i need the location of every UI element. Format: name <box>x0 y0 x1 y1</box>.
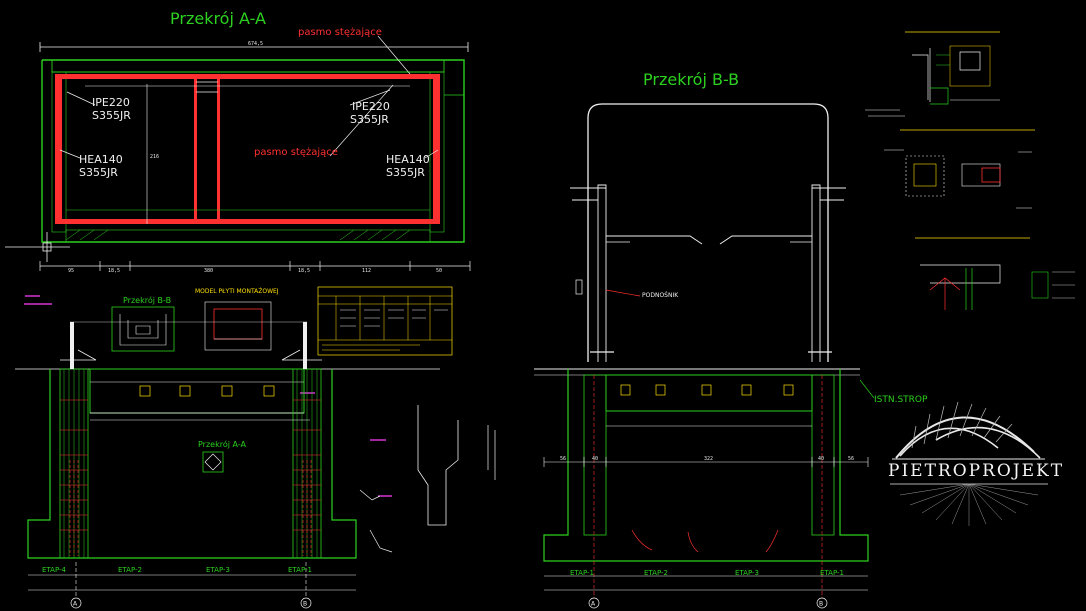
etap-right-1: ETAP-2 <box>644 569 668 577</box>
beam-left-grade: S355JR <box>92 109 131 122</box>
column-left-profile: HEA140 <box>79 153 123 166</box>
brand-name: PIETROPROJEKT <box>888 461 1064 481</box>
small-section-bb-title: Przekrój B-B <box>123 295 171 305</box>
etap-left-0: ETAP-4 <box>42 566 67 574</box>
column-right-grade: S355JR <box>386 166 425 179</box>
small-details: Przekrój B-B MODEL PŁYTI MONTAŻOWEJ <box>24 286 453 497</box>
section-aa-title: Przekrój A-A <box>170 9 266 28</box>
bb-dim-mid: 322 <box>704 456 713 462</box>
foundation-left: Przekrój A-A ETAP-4 ETAP-2 ETAP-3 ETAP-1… <box>15 321 440 609</box>
axis-label-3: B <box>819 601 823 608</box>
lift-label: PODNOŚNIK <box>642 292 679 299</box>
section-aa: Przekrój A-A 674,5 216 <box>5 9 471 274</box>
column-right-profile: HEA140 <box>386 153 430 166</box>
detail-panels <box>865 31 1075 310</box>
band-label-top: pasmo stężające <box>298 27 382 38</box>
etap-right-3: ETAP-1 <box>820 569 844 577</box>
etap-right-2: ETAP-3 <box>735 569 759 577</box>
bb-dim-right: 56 <box>848 456 854 462</box>
section-bb-title: Przekrój B-B <box>643 70 739 89</box>
logo-bridge-icon <box>892 401 1045 460</box>
axis-label-2: A <box>591 601 596 608</box>
axis-label-1: B <box>303 601 307 608</box>
bb-dim-c2: 40 <box>818 456 824 462</box>
dim-d6: 50 <box>436 268 442 274</box>
band-label-mid: pasmo stężające <box>254 147 338 158</box>
etap-right-0: ETAP-1 <box>570 569 594 577</box>
section-bb: Przekrój B-B PODNOŚNIK 56 40 <box>534 70 928 609</box>
dim-d1: 95 <box>68 268 74 274</box>
dim-d3: 380 <box>204 268 213 274</box>
etap-left-2: ETAP-3 <box>206 566 230 574</box>
logo-sunburst-icon <box>899 483 1039 526</box>
column-left-grade: S355JR <box>79 166 118 179</box>
axis-label-0: A <box>73 601 78 608</box>
dim-d2: 18,5 <box>108 268 120 274</box>
pietroprojekt-logo: PIETROPROJEKT <box>888 401 1064 526</box>
etap-left-3: ETAP-1 <box>288 566 312 574</box>
beam-right-grade: S355JR <box>350 113 389 126</box>
bb-dim-left: 56 <box>560 456 566 462</box>
dim-height: 216 <box>150 154 159 160</box>
plate-model-title: MODEL PŁYTI MONTAŻOWEJ <box>195 288 279 295</box>
dim-d5: 112 <box>362 268 371 274</box>
etap-left-1: ETAP-2 <box>118 566 142 574</box>
dim-d4: 18,5 <box>298 268 310 274</box>
small-section-aa-title: Przekrój A-A <box>198 439 247 449</box>
dim-total: 674,5 <box>248 41 263 47</box>
bb-dim-c1: 40 <box>592 456 598 462</box>
beam-left-profile: IPE220 <box>92 96 130 109</box>
beam-right-profile: IPE220 <box>352 100 390 113</box>
existing-slab-label: ISTN.STROP <box>874 395 928 405</box>
rebar-details <box>359 405 496 553</box>
